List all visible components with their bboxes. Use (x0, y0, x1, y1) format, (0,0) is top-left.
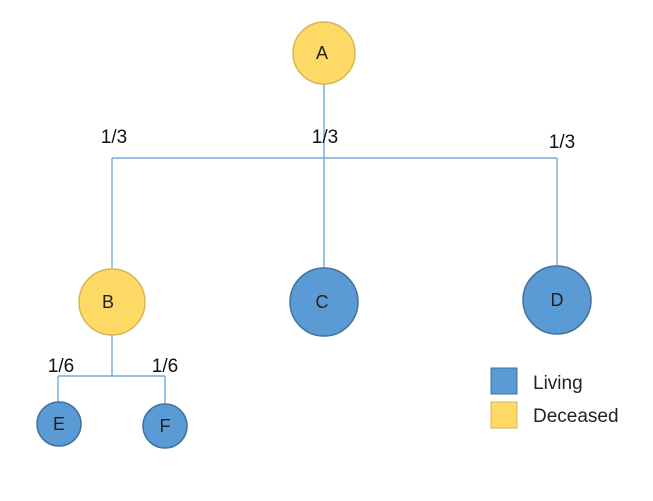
legend: Living Deceased (490, 367, 619, 429)
node-c: C (289, 267, 359, 337)
legend-living-label: Living (533, 373, 583, 394)
node-a-circle (292, 21, 356, 85)
node-f-label: F (160, 416, 171, 436)
node-b-circle (78, 268, 146, 336)
node-a: A (292, 21, 356, 85)
node-c-circle (289, 267, 359, 337)
share-label-f: 1/6 (152, 356, 178, 377)
node-e: E (36, 401, 82, 447)
connectors (57, 84, 558, 403)
share-label-d: 1/3 (549, 132, 575, 153)
node-d: D (522, 265, 592, 335)
legend-living-swatch (490, 367, 518, 395)
node-d-circle (522, 265, 592, 335)
node-e-label: E (53, 414, 65, 434)
node-a-label: A (316, 43, 328, 63)
legend-deceased-label: Deceased (533, 406, 619, 427)
node-f-circle (142, 403, 188, 449)
legend-deceased-swatch (490, 401, 518, 429)
node-b: B (78, 268, 146, 336)
node-c-label: C (316, 292, 329, 312)
node-f: F (142, 403, 188, 449)
node-e-circle (36, 401, 82, 447)
share-label-e: 1/6 (48, 356, 74, 377)
node-d-label: D (551, 290, 564, 310)
share-label-b: 1/3 (101, 127, 127, 148)
share-label-c: 1/3 (312, 127, 338, 148)
node-b-label: B (102, 292, 114, 312)
